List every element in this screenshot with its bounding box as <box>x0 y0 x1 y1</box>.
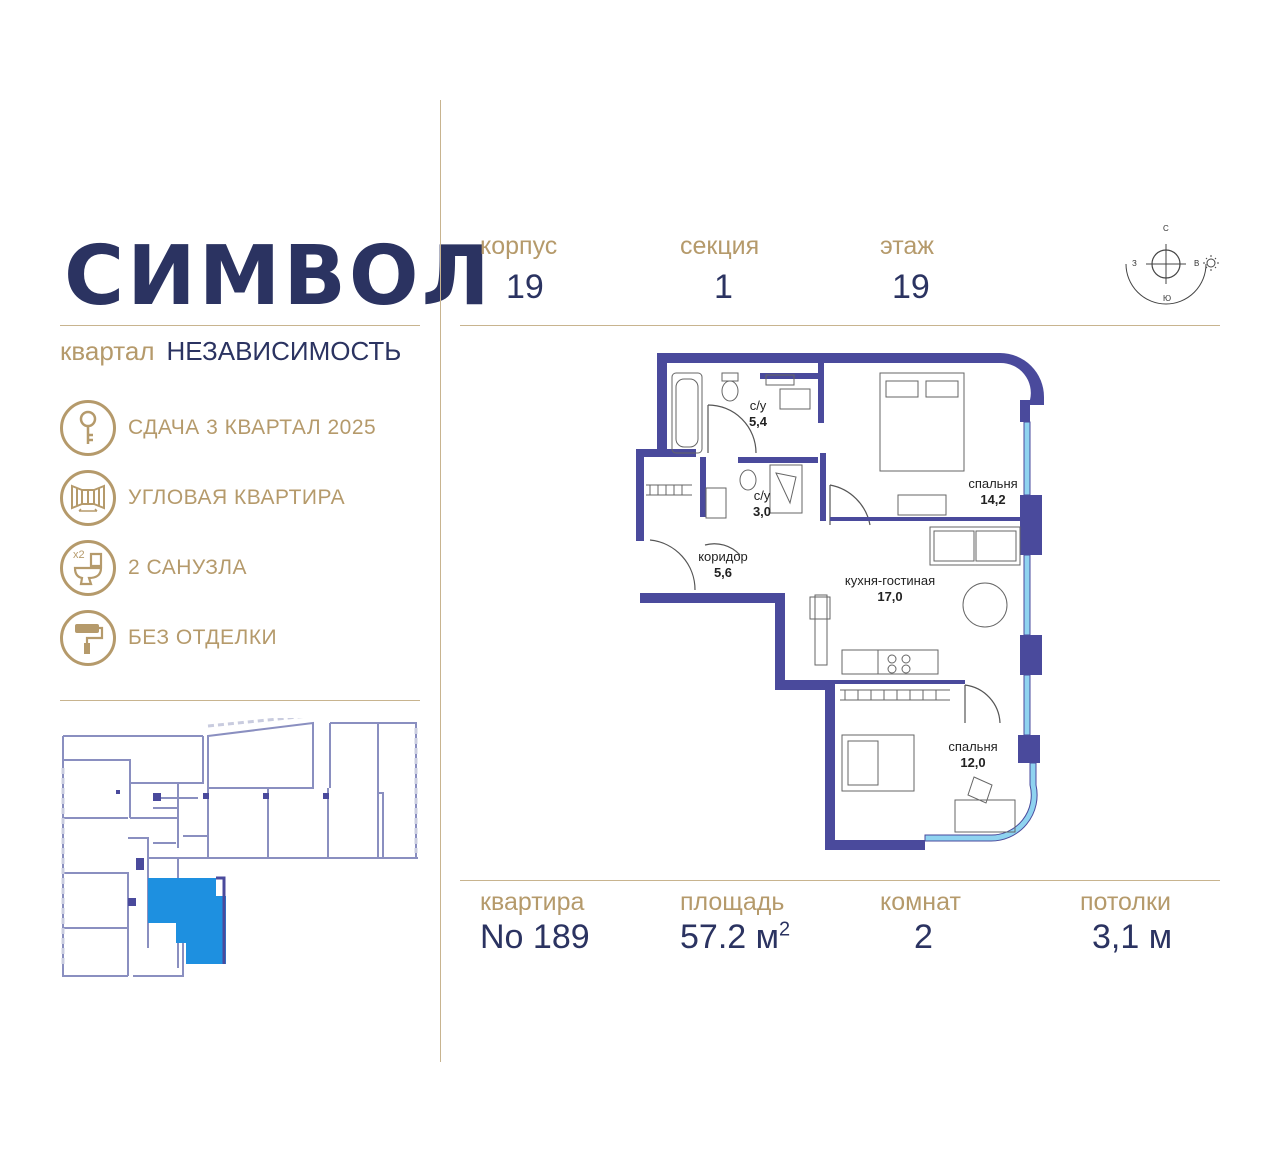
room-area: 3,0 <box>752 504 772 520</box>
room-name: спальня <box>968 476 1018 491</box>
feature-finish: БЕЗ ОТДЕЛКИ <box>60 607 277 669</box>
toilet-icon: x2 <box>60 540 116 596</box>
room-bath-1: с/у 5,4 <box>730 398 786 431</box>
compass-west: З <box>1132 259 1137 268</box>
divider <box>60 325 420 326</box>
area-value-wrap: 57.2 м2 <box>680 918 790 957</box>
feature-label: УГЛОВАЯ КВАРТИРА <box>128 486 346 509</box>
compass-east: В <box>1194 259 1200 268</box>
room-corridor: коридор 5,6 <box>688 549 758 582</box>
feature-bathrooms: x2 2 САНУЗЛА <box>60 537 247 599</box>
apartment-caption: квартира <box>480 888 585 916</box>
room-name: с/у <box>749 398 767 413</box>
section-value: 1 <box>714 268 733 306</box>
ceiling-caption: потолки <box>1080 888 1171 916</box>
district-name: НЕЗАВИСИМОСТЬ <box>166 336 402 366</box>
building-caption: корпус <box>480 232 558 260</box>
room-area: 12,0 <box>960 755 986 771</box>
room-area: 5,6 <box>713 565 733 581</box>
district-prefix: квартал <box>60 336 155 366</box>
divider <box>60 700 420 701</box>
logo: СИМВОЛ <box>64 229 493 324</box>
district: квартал НЕЗАВИСИМОСТЬ <box>60 336 401 367</box>
feature-completion: СДАЧА 3 КВАРТАЛ 2025 <box>60 397 376 459</box>
area-caption: площадь <box>680 888 785 916</box>
divider <box>460 325 1220 326</box>
feature-label: 2 САНУЗЛА <box>128 556 248 579</box>
room-name: коридор <box>698 549 748 564</box>
vertical-divider <box>440 100 441 1062</box>
area-unit-sup: 2 <box>779 918 791 941</box>
room-name: с/у <box>753 488 771 503</box>
room-bedroom-1: спальня 14,2 <box>955 476 1031 509</box>
feature-label: СДАЧА 3 КВАРТАЛ 2025 <box>128 416 377 439</box>
apartment-plan <box>636 353 1044 850</box>
section-caption: секция <box>680 232 760 260</box>
room-kitchen-living: кухня-гостиная 17,0 <box>836 573 944 606</box>
feature-corner: УГЛОВАЯ КВАРТИРА <box>60 467 345 529</box>
floor-key-plan <box>61 718 418 977</box>
building-value: 19 <box>506 268 544 306</box>
area-value: 57.2 м <box>680 918 779 956</box>
room-area: 17,0 <box>877 589 903 605</box>
key-icon <box>60 400 116 456</box>
room-bath-2: с/у 3,0 <box>734 488 790 521</box>
corner-window-icon <box>60 470 116 526</box>
apartment-value: No 189 <box>480 918 590 956</box>
divider <box>460 880 1220 881</box>
room-name: спальня <box>948 739 998 754</box>
room-area: 14,2 <box>980 492 1006 508</box>
floor-value: 19 <box>892 268 930 306</box>
compass-south: Ю <box>1163 294 1172 303</box>
room-bedroom-2: спальня 12,0 <box>935 739 1011 772</box>
ceiling-value: 3,1 м <box>1092 918 1173 956</box>
rooms-caption: комнат <box>880 888 961 916</box>
room-name: кухня-гостиная <box>844 573 936 588</box>
room-area: 5,4 <box>748 414 768 430</box>
rooms-value: 2 <box>914 918 933 956</box>
icon-text: x2 <box>73 549 85 561</box>
compass: С Ю З В <box>1118 222 1226 312</box>
compass-north: С <box>1163 224 1169 233</box>
paint-roller-icon <box>60 610 116 666</box>
compass-icon <box>1125 244 1219 305</box>
feature-label: БЕЗ ОТДЕЛКИ <box>128 626 278 649</box>
floor-caption: этаж <box>880 232 935 260</box>
